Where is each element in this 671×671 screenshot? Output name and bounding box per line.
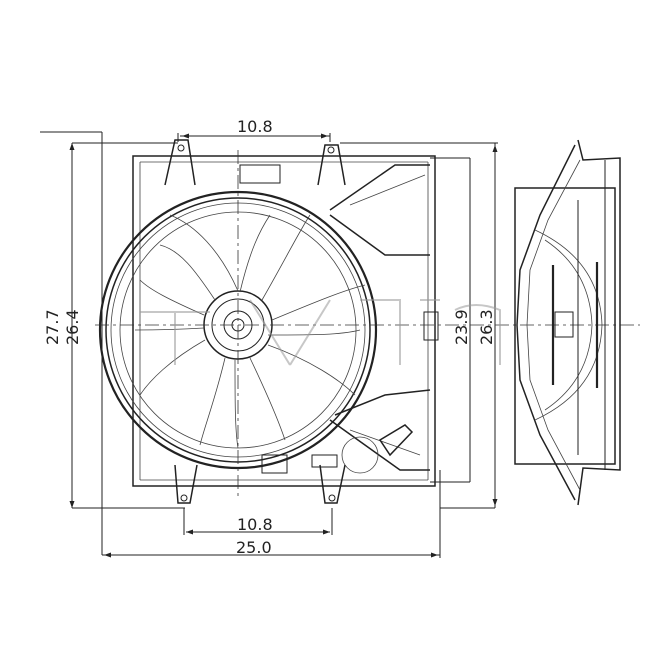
label-25-0: 25.0 — [236, 538, 272, 557]
label-26-3: 26.3 — [477, 309, 496, 345]
label-27-7: 27.7 — [43, 309, 62, 345]
front-view — [98, 139, 439, 504]
dimension-27-7 — [69, 142, 185, 509]
label-bottom-10-8: 10.8 — [237, 515, 273, 534]
dimension-26-3 — [440, 143, 498, 509]
label-26-4: 26.4 — [63, 309, 82, 345]
side-view — [514, 139, 621, 506]
dimension-23-9 — [430, 157, 471, 483]
dimension-bottom-10-8 — [183, 508, 333, 535]
dimension-25-0 — [102, 470, 441, 558]
dimension-top-10-8 — [40, 131, 498, 144]
label-23-9: 23.9 — [452, 309, 471, 345]
watermark — [140, 299, 501, 366]
label-top-10-8: 10.8 — [237, 117, 273, 136]
